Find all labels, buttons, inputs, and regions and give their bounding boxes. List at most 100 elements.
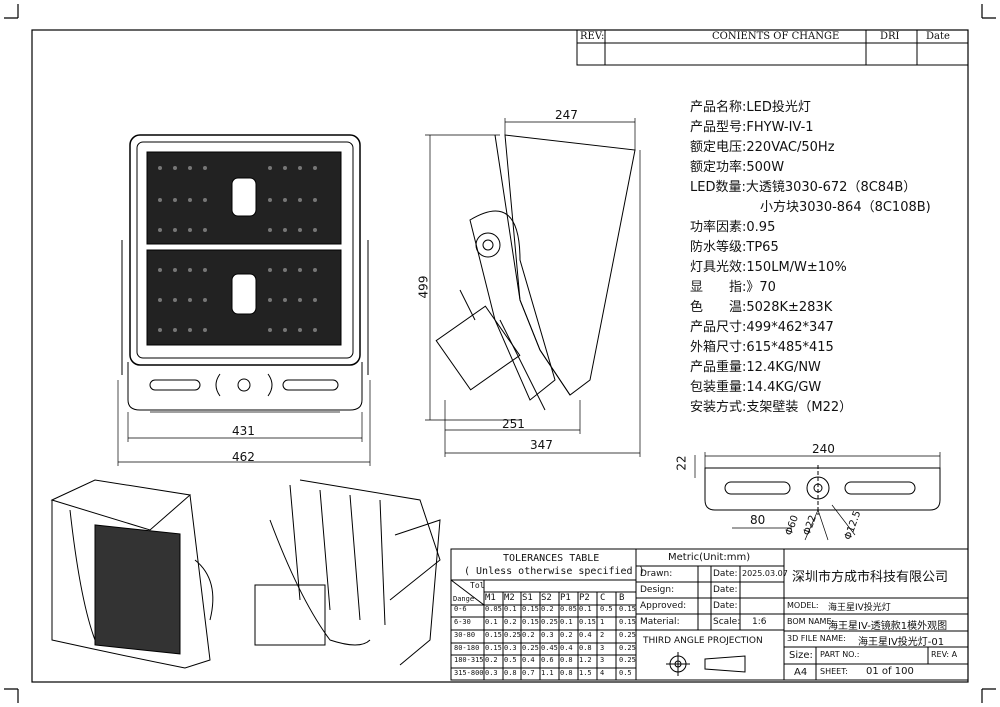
- spec-label: 外箱尺寸:: [690, 340, 747, 355]
- tolerance-cell: 0.2: [522, 631, 535, 639]
- tolerance-column-header: S1: [522, 593, 533, 603]
- tolerance-cell: 0.8: [560, 656, 573, 664]
- tolerance-cell: 0.4: [522, 656, 535, 664]
- spec-row: 防水等级:TP65: [690, 238, 779, 258]
- file-value: 海王星IV投光灯-01: [858, 637, 945, 648]
- tolerance-cell: 0.15: [485, 631, 502, 639]
- tolerance-cell: 0.5: [600, 605, 613, 613]
- iso-view-left: [50, 479, 214, 669]
- spec-value: 14.4KG/GW: [746, 380, 822, 395]
- dim-bracket-height: 22: [674, 455, 689, 471]
- tolerance-cell: 0.15: [619, 605, 636, 613]
- led-grid-front: [158, 166, 317, 332]
- tolerance-range: 180-315: [454, 656, 484, 664]
- spec-label: 产品型号:: [690, 120, 747, 135]
- spec-label: 安装方式:: [690, 400, 747, 415]
- spec-value: 150LM/W±10%: [746, 260, 847, 275]
- spec-row: 外箱尺寸:615*485*415: [690, 338, 834, 358]
- iso-view-right: [254, 479, 441, 666]
- tolerance-cell: 4: [600, 669, 605, 677]
- tolerance-cell: 0.25: [619, 644, 636, 652]
- tolerance-cell: 0.25: [619, 631, 636, 639]
- tolerance-cell: 0.3: [485, 669, 498, 677]
- material-label: Material:: [640, 617, 680, 627]
- tolerance-cell: 1.1: [541, 669, 554, 677]
- rev-label: REV:: [580, 31, 605, 42]
- spec-label: LED数量:: [690, 180, 746, 195]
- tolerance-corner-bottom: Dange: [453, 595, 475, 603]
- projection-label: THIRD ANGLE PROJECTION: [643, 636, 763, 646]
- design-date-label: Date:: [713, 585, 738, 595]
- spec-label: 灯具光效:: [690, 260, 747, 275]
- scale-label: Scale:: [713, 617, 741, 627]
- spec-label: 产品尺寸:: [690, 320, 747, 335]
- dim-bracket-length: 240: [812, 442, 835, 456]
- tolerance-cell: 3: [600, 656, 605, 664]
- tolerance-cell: 1.2: [579, 656, 592, 664]
- sheet-label: SHEET:: [820, 667, 848, 676]
- spec-value: 大透镜3030-672（8C84B）: [745, 180, 917, 195]
- tolerance-cell: 0.15: [579, 618, 596, 626]
- tolerance-cell: 0.25: [619, 656, 636, 664]
- tolerance-cell: 0.7: [522, 669, 535, 677]
- spec-row: 安装方式:支架壁装（M22）: [690, 398, 852, 418]
- sheet-border: [31, 29, 969, 683]
- tolerance-cell: 0.4: [579, 631, 592, 639]
- tolerance-column-header: M2: [504, 593, 515, 603]
- tolerance-cell: 0.15: [485, 644, 502, 652]
- tolerance-cell: 0.1: [485, 618, 498, 626]
- tolerance-cell: 0.2: [485, 656, 498, 664]
- dim-side-top: 247: [555, 108, 578, 122]
- tolerance-cell: 0.6: [541, 656, 554, 664]
- tolerance-range: 30-80: [454, 631, 476, 639]
- tolerance-cell: 0.8: [560, 669, 573, 677]
- tolerance-range: 315-800: [454, 669, 484, 677]
- title-block-grid: [635, 548, 969, 681]
- tolerance-cell: 0.1: [560, 618, 573, 626]
- tolerance-cell: 3: [600, 644, 605, 652]
- spec-row: 产品型号:FHYW-IV-1: [690, 118, 814, 138]
- spec-label: 显 指:: [690, 280, 747, 295]
- front-view: [121, 134, 369, 413]
- tolerance-column-header: C: [600, 593, 606, 603]
- spec-value: 5028K±283K: [746, 300, 833, 315]
- spec-label: 防水等级:: [690, 240, 747, 255]
- spec-value: TP65: [746, 240, 779, 255]
- spec-row: LED数量:大透镜3030-672（8C84B）: [690, 178, 916, 198]
- dri-label: DRI: [880, 31, 900, 42]
- spec-row: 额定功率:500W: [690, 158, 784, 178]
- dim-height: 499: [416, 275, 431, 299]
- scale-value: 1:6: [752, 617, 767, 627]
- size-value: A4: [794, 667, 808, 678]
- spec-row: 产品名称:LED投光灯: [690, 98, 811, 118]
- spec-label: 产品名称:: [690, 100, 747, 115]
- change-contents-label: CONIENTS OF CHANGE: [712, 31, 840, 42]
- metric-label: Metric(Unit:mm): [668, 552, 751, 563]
- spec-value: 》70: [746, 280, 776, 295]
- tolerance-cell: 0.05: [485, 605, 502, 613]
- tolerance-cell: 0.1: [579, 605, 592, 613]
- dim-front-outer: 462: [232, 450, 255, 464]
- tolerance-cell: 0.05: [560, 605, 577, 613]
- spec-label: 色 温:: [690, 300, 747, 315]
- spec-row: 功率因素:0.95: [690, 218, 775, 238]
- tolerance-cell: 0.2: [560, 631, 573, 639]
- front-dimension-lines: [117, 380, 371, 466]
- tolerance-column-header: B: [619, 593, 625, 603]
- tolerance-cell: 0.25: [541, 618, 558, 626]
- tolerance-cell: 0.3: [541, 631, 554, 639]
- spec-value: 0.95: [746, 220, 776, 235]
- tolerance-corner-top: Tol: [470, 581, 485, 590]
- tolerance-cell: 0.25: [522, 644, 539, 652]
- spec-row: 额定电压:220VAC/50Hz: [690, 138, 835, 158]
- tolerance-cell: 0.2: [504, 618, 517, 626]
- spec-value: 小方块3030-864（8C108B): [760, 200, 931, 215]
- spec-label: 功率因素:: [690, 220, 747, 235]
- tolerance-cell: 0.2: [541, 605, 554, 613]
- bracket-view: [704, 465, 941, 515]
- spec-row: 包装重量:14.4KG/GW: [690, 378, 821, 398]
- part-label: PART NO.:: [820, 650, 860, 659]
- tolerance-cell: 0.1: [504, 605, 517, 613]
- approved-date-label: Date:: [713, 601, 738, 611]
- size-label: Size:: [789, 650, 813, 661]
